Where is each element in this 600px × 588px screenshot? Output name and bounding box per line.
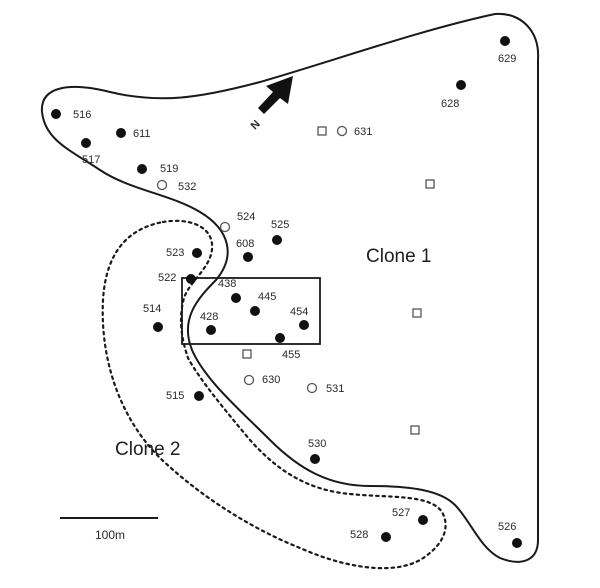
point-label: 530 [308, 438, 326, 450]
point-label: 428 [200, 311, 218, 323]
filled-point-marker [456, 80, 466, 90]
open-square-marker [410, 425, 420, 435]
filled-point-marker [299, 320, 309, 330]
study-plot-rectangle [181, 277, 321, 345]
open-square-marker [412, 308, 422, 318]
clone-2-label: Clone 2 [115, 439, 181, 460]
point-label: 445 [258, 291, 276, 303]
filled-point-marker [275, 333, 285, 343]
point-label: 517 [82, 154, 100, 166]
point-label: 532 [178, 181, 196, 193]
open-point-marker [306, 382, 318, 394]
point-label: 608 [236, 238, 254, 250]
open-point-marker [336, 125, 348, 137]
point-label: 523 [166, 247, 184, 259]
point-label: 519 [160, 163, 178, 175]
filled-point-marker [231, 293, 241, 303]
point-label: 526 [498, 521, 516, 533]
clone-2-boundary [101, 219, 447, 570]
filled-point-marker [500, 36, 510, 46]
point-label: 438 [218, 278, 236, 290]
open-point-marker [156, 179, 168, 191]
point-label: 629 [498, 53, 516, 65]
open-point-marker [219, 221, 231, 233]
clone-1-boundary [40, 12, 540, 563]
unlabeled-squares [242, 126, 435, 435]
point-label: 455 [282, 349, 300, 361]
clone-1-label: Clone 1 [366, 246, 432, 267]
filled-point-marker [186, 274, 196, 284]
point-label: 630 [262, 374, 280, 386]
filled-point-marker [192, 248, 202, 258]
point-label: 611 [133, 128, 151, 140]
scale-bar-label: 100m [95, 528, 125, 542]
point-label: 454 [290, 306, 308, 318]
open-square-marker [425, 179, 435, 189]
point-label: 628 [441, 98, 459, 110]
filled-point-marker [310, 454, 320, 464]
point-label: 514 [143, 303, 161, 315]
filled-point-marker [206, 325, 216, 335]
filled-point-marker [51, 109, 61, 119]
point-label: 516 [73, 109, 91, 121]
filled-point-marker [137, 164, 147, 174]
scale-bar: 100m [60, 517, 158, 542]
point-label: 525 [271, 219, 289, 231]
filled-point-marker [512, 538, 522, 548]
filled-point-marker [418, 515, 428, 525]
filled-point-marker [116, 128, 126, 138]
north-arrow-label: N [249, 118, 263, 132]
point-label: 631 [354, 126, 372, 138]
point-label: 522 [158, 272, 176, 284]
point-label: 515 [166, 390, 184, 402]
filled-point-marker [81, 138, 91, 148]
open-square-marker [242, 349, 252, 359]
filled-point-marker [153, 322, 163, 332]
filled-point-marker [272, 235, 282, 245]
open-square-marker [317, 126, 327, 136]
filled-point-marker [194, 391, 204, 401]
filled-point-marker [250, 306, 260, 316]
point-label: 524 [237, 211, 255, 223]
north-arrow-icon: N [249, 76, 293, 132]
filled-point-marker [381, 532, 391, 542]
point-label: 527 [392, 507, 410, 519]
point-label: 531 [326, 383, 344, 395]
open-point-marker [243, 374, 255, 386]
filled-point-marker [243, 252, 253, 262]
point-label: 528 [350, 529, 368, 541]
